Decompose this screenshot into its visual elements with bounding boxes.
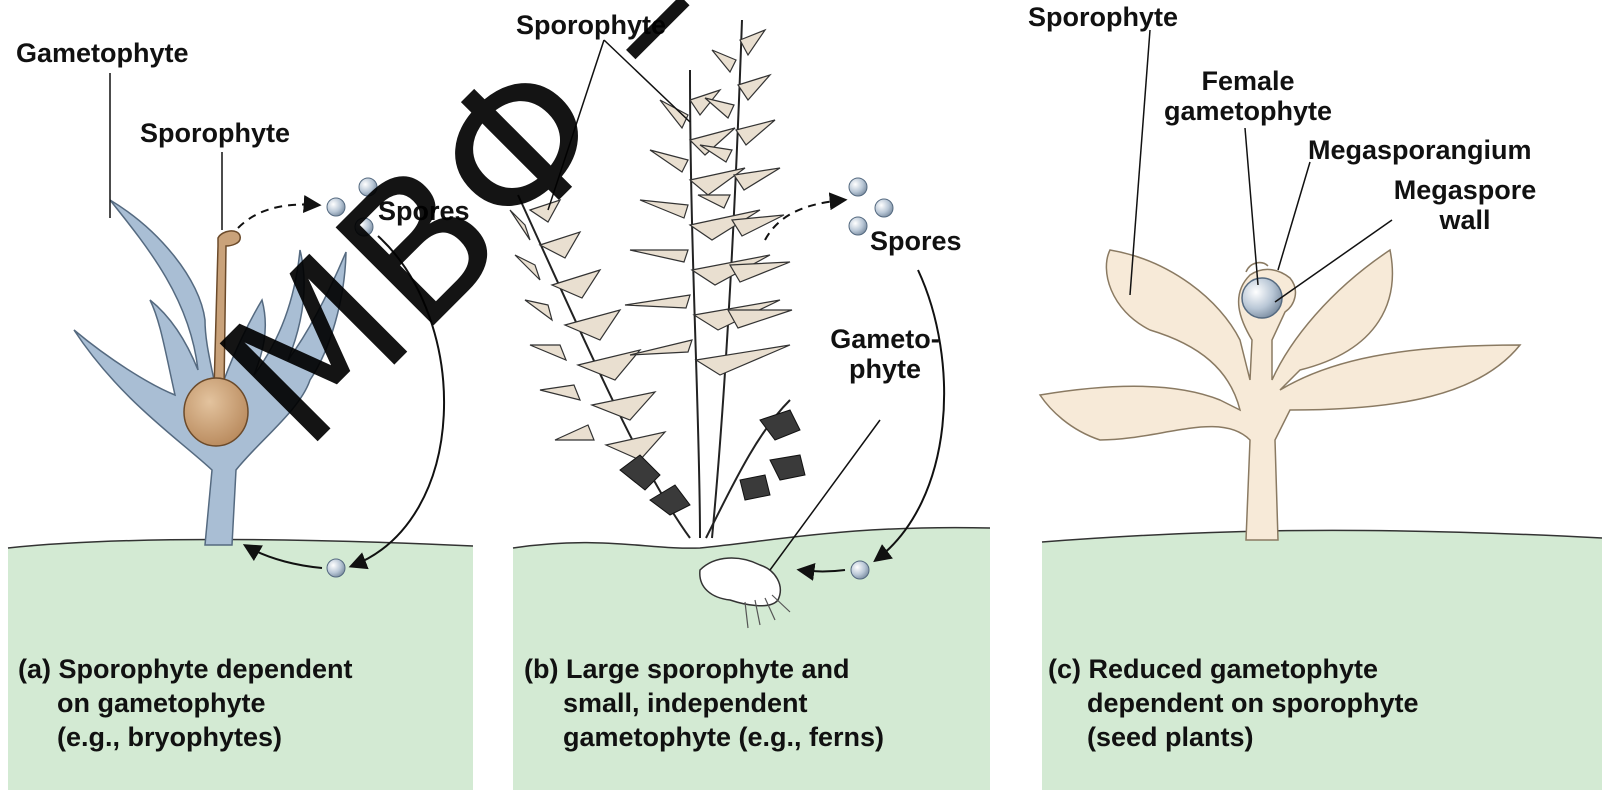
fern-dark-fronds — [620, 410, 805, 515]
label-gametophyte-a: Gametophyte — [16, 38, 189, 68]
spore — [849, 217, 867, 235]
spore — [849, 178, 867, 196]
caption-b-line: small, independent — [524, 686, 884, 720]
label-gametophyte-b-line1: Gameto- — [830, 324, 940, 354]
label-sporophyte-b: Sporophyte — [516, 10, 666, 40]
dispersal-arrow — [238, 204, 318, 228]
dispersal-arrow — [765, 200, 844, 240]
caption-b-line: Large sporophyte and — [566, 654, 850, 684]
caption-a-line: Sporophyte dependent — [59, 654, 353, 684]
caption-a-line: (e.g., bryophytes) — [18, 720, 353, 754]
caption-c: (c) Reduced gametophyte dependent on spo… — [1048, 652, 1419, 754]
label-sporophyte-a: Sporophyte — [140, 118, 290, 148]
caption-a: (a) Sporophyte dependent on gametophyte … — [18, 652, 353, 754]
spore — [327, 198, 345, 216]
caption-a-line: on gametophyte — [18, 686, 353, 720]
label-megaspore-wall-line2: wall — [1439, 205, 1490, 235]
label-gametophyte-b-line2: phyte — [849, 354, 921, 384]
spore — [355, 218, 373, 236]
label-spores-b: Spores — [870, 226, 962, 256]
caption-b-letter: (b) — [524, 654, 558, 684]
bryophyte-sporophyte-foot — [184, 378, 248, 446]
megaspore — [1242, 278, 1282, 318]
caption-b: (b) Large sporophyte and small, independ… — [524, 652, 884, 754]
caption-c-line: (seed plants) — [1048, 720, 1419, 754]
cycle-arrow — [352, 236, 444, 566]
spore — [875, 199, 893, 217]
label-megaspore-wall: Megaspore wall — [1390, 175, 1540, 235]
label-sporophyte-c: Sporophyte — [1028, 2, 1178, 32]
caption-c-line: Reduced gametophyte — [1089, 654, 1379, 684]
caption-b-line: gametophyte (e.g., ferns) — [524, 720, 884, 754]
spore — [327, 559, 345, 577]
spore — [851, 561, 869, 579]
caption-c-line: dependent on sporophyte — [1048, 686, 1419, 720]
cycle-arrow — [876, 270, 944, 560]
caption-c-letter: (c) — [1048, 654, 1081, 684]
fern-sporophyte — [510, 20, 792, 538]
label-megaspore-wall-line1: Megaspore — [1394, 175, 1537, 205]
label-spores-a: Spores — [378, 196, 470, 226]
caption-a-letter: (a) — [18, 654, 51, 684]
label-female-gametophyte: Female gametophyte — [1158, 66, 1338, 126]
spore — [359, 178, 377, 196]
label-megasporangium: Megasporangium — [1308, 135, 1532, 165]
label-gametophyte-b: Gameto- phyte — [815, 324, 955, 384]
label-female-gametophyte-line1: Female — [1201, 66, 1294, 96]
label-female-gametophyte-line2: gametophyte — [1164, 96, 1332, 126]
bryophyte-gametophyte — [74, 200, 346, 545]
